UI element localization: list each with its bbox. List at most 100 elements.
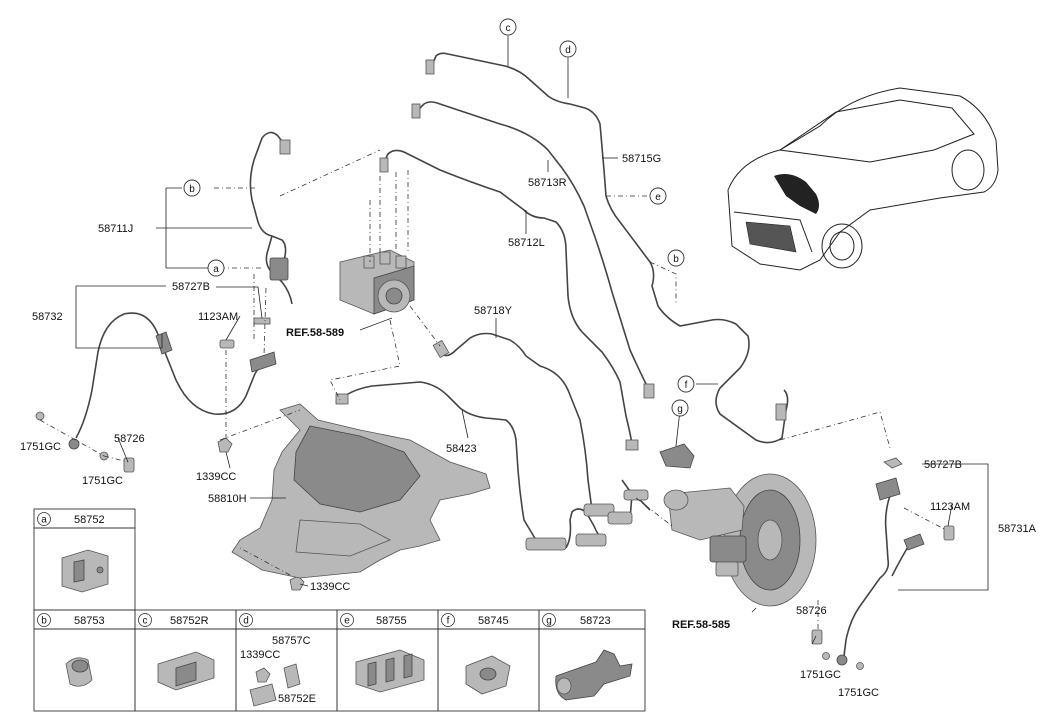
svg-text:e: e [655,192,661,203]
sensor-head [68,438,80,450]
label-1751GC-a: 1751GC [20,441,61,453]
assembly-lines [39,149,947,632]
pipe-58713R [415,101,649,389]
callout-g-mid: g [671,399,689,417]
callout-b-mid: b [667,249,685,267]
label-58727B-right: 58727B [924,459,962,471]
leader-lines [75,36,989,645]
legend-part-58745: 58745 [478,615,509,627]
label-58727B-left: 58727B [172,281,210,293]
pipe-58718Y [439,332,593,511]
svg-text:g: g [546,616,552,627]
fitting [625,439,639,451]
label-1751GC-b: 1751GC [82,475,123,487]
callout-d-top: d [559,40,577,58]
pipe-58715G [429,52,789,444]
label-58423: 58423 [446,443,477,455]
pipe-58712L [383,149,633,445]
legend-part-58757C: 58757C [272,635,311,647]
label-58718Y: 58718Y [474,305,513,317]
svg-text:f: f [685,380,688,391]
svg-text:f: f [447,616,450,627]
bolt-1123AM [943,525,955,541]
hose-end-fitting [525,537,567,551]
label-ref-58-589: REF.58-589 [286,327,344,339]
part-labels: 58711J 58727B 58732 1123AM REF.58-589 17… [20,153,1037,699]
hose-58711J [249,131,293,305]
sensor-head [836,654,848,666]
part-1339CC-icon [255,667,271,683]
svg-text:d: d [243,616,249,627]
clip-1751GC [856,662,864,670]
legend-part-58753: 58753 [74,615,105,627]
bracket [269,257,289,281]
fasteners-left [35,339,305,591]
bolt-58726 [811,629,823,645]
label-58712L: 58712L [508,237,545,249]
label-58711J: 58711J [98,223,133,235]
callout-f-mid: f [677,375,695,393]
clip-58727B [883,457,903,469]
label-1751GC-d: 1751GC [838,687,879,699]
legend-cell-a: a 58752 [33,508,136,611]
legend-part-58723: 58723 [580,615,611,627]
bolt-1123AM [219,339,235,349]
clip-1751GC [35,411,45,421]
svg-text:a: a [213,264,219,275]
clip [253,317,271,325]
part-58723-icon [555,649,633,701]
legend-cell-g: g 58723 [538,609,646,712]
label-58715G: 58715G [622,153,661,165]
legend-cell-c: c 58752R [134,609,237,712]
label-1123AM-right: 1123AM [930,501,970,513]
pipe-fittings [335,59,787,551]
legend-cell-e: e 58755 [336,609,439,712]
clip [903,533,925,551]
label-58732: 58732 [32,311,63,323]
hose-end-fitting [623,489,649,501]
label-58726-right: 58726 [796,605,827,617]
fitting [411,103,421,119]
legend-part-58752R: 58752R [170,615,209,627]
vehicle-location-illustration [727,87,999,271]
svg-text:b: b [673,254,679,265]
svg-text:e: e [344,616,350,627]
bolt-58726 [123,457,135,473]
wheel-sensor-cable-58732 [68,312,277,450]
fitting [775,403,787,421]
svg-text:c: c [506,23,511,34]
fitting [379,157,389,173]
label-58713R: 58713R [528,177,567,189]
svg-text:d: d [565,45,571,56]
callout-a-left: a [207,259,225,277]
fitting [335,393,349,405]
callout-b-left: b [183,179,201,197]
fitting [425,59,435,75]
label-58731A: 58731A [998,523,1037,535]
svg-text:c: c [143,616,148,627]
hose-end-fitting [583,503,615,517]
svg-text:b: b [189,184,195,195]
callout-c-top: c [499,18,517,36]
label-1123AM-left: 1123AM [198,311,238,323]
bracket [875,477,901,501]
legend-part-58752E: 58752E [278,693,316,705]
legend-part-58755: 58755 [376,615,407,627]
fitting [432,339,450,359]
label-ref-58-585: REF.58-585 [672,619,730,631]
legend-table: a 58752 b 58753 c 58752R [33,508,646,712]
abs-hydraulic-module [339,249,415,315]
bracket-58723-installed [659,443,695,469]
legend-cell-d: d 58757C 1339CC 58752E [235,609,338,712]
hose-end-fitting [607,511,633,525]
legend-cell-b: b 58753 [33,609,136,712]
label-58810H: 58810H [208,493,247,505]
part-58757C-icon [283,663,301,689]
clip [249,351,277,373]
label-58726-left: 58726 [114,433,145,445]
svg-text:g: g [677,404,683,415]
fitting [643,383,655,399]
callout-e-right: e [649,187,667,205]
fitting [279,139,291,155]
